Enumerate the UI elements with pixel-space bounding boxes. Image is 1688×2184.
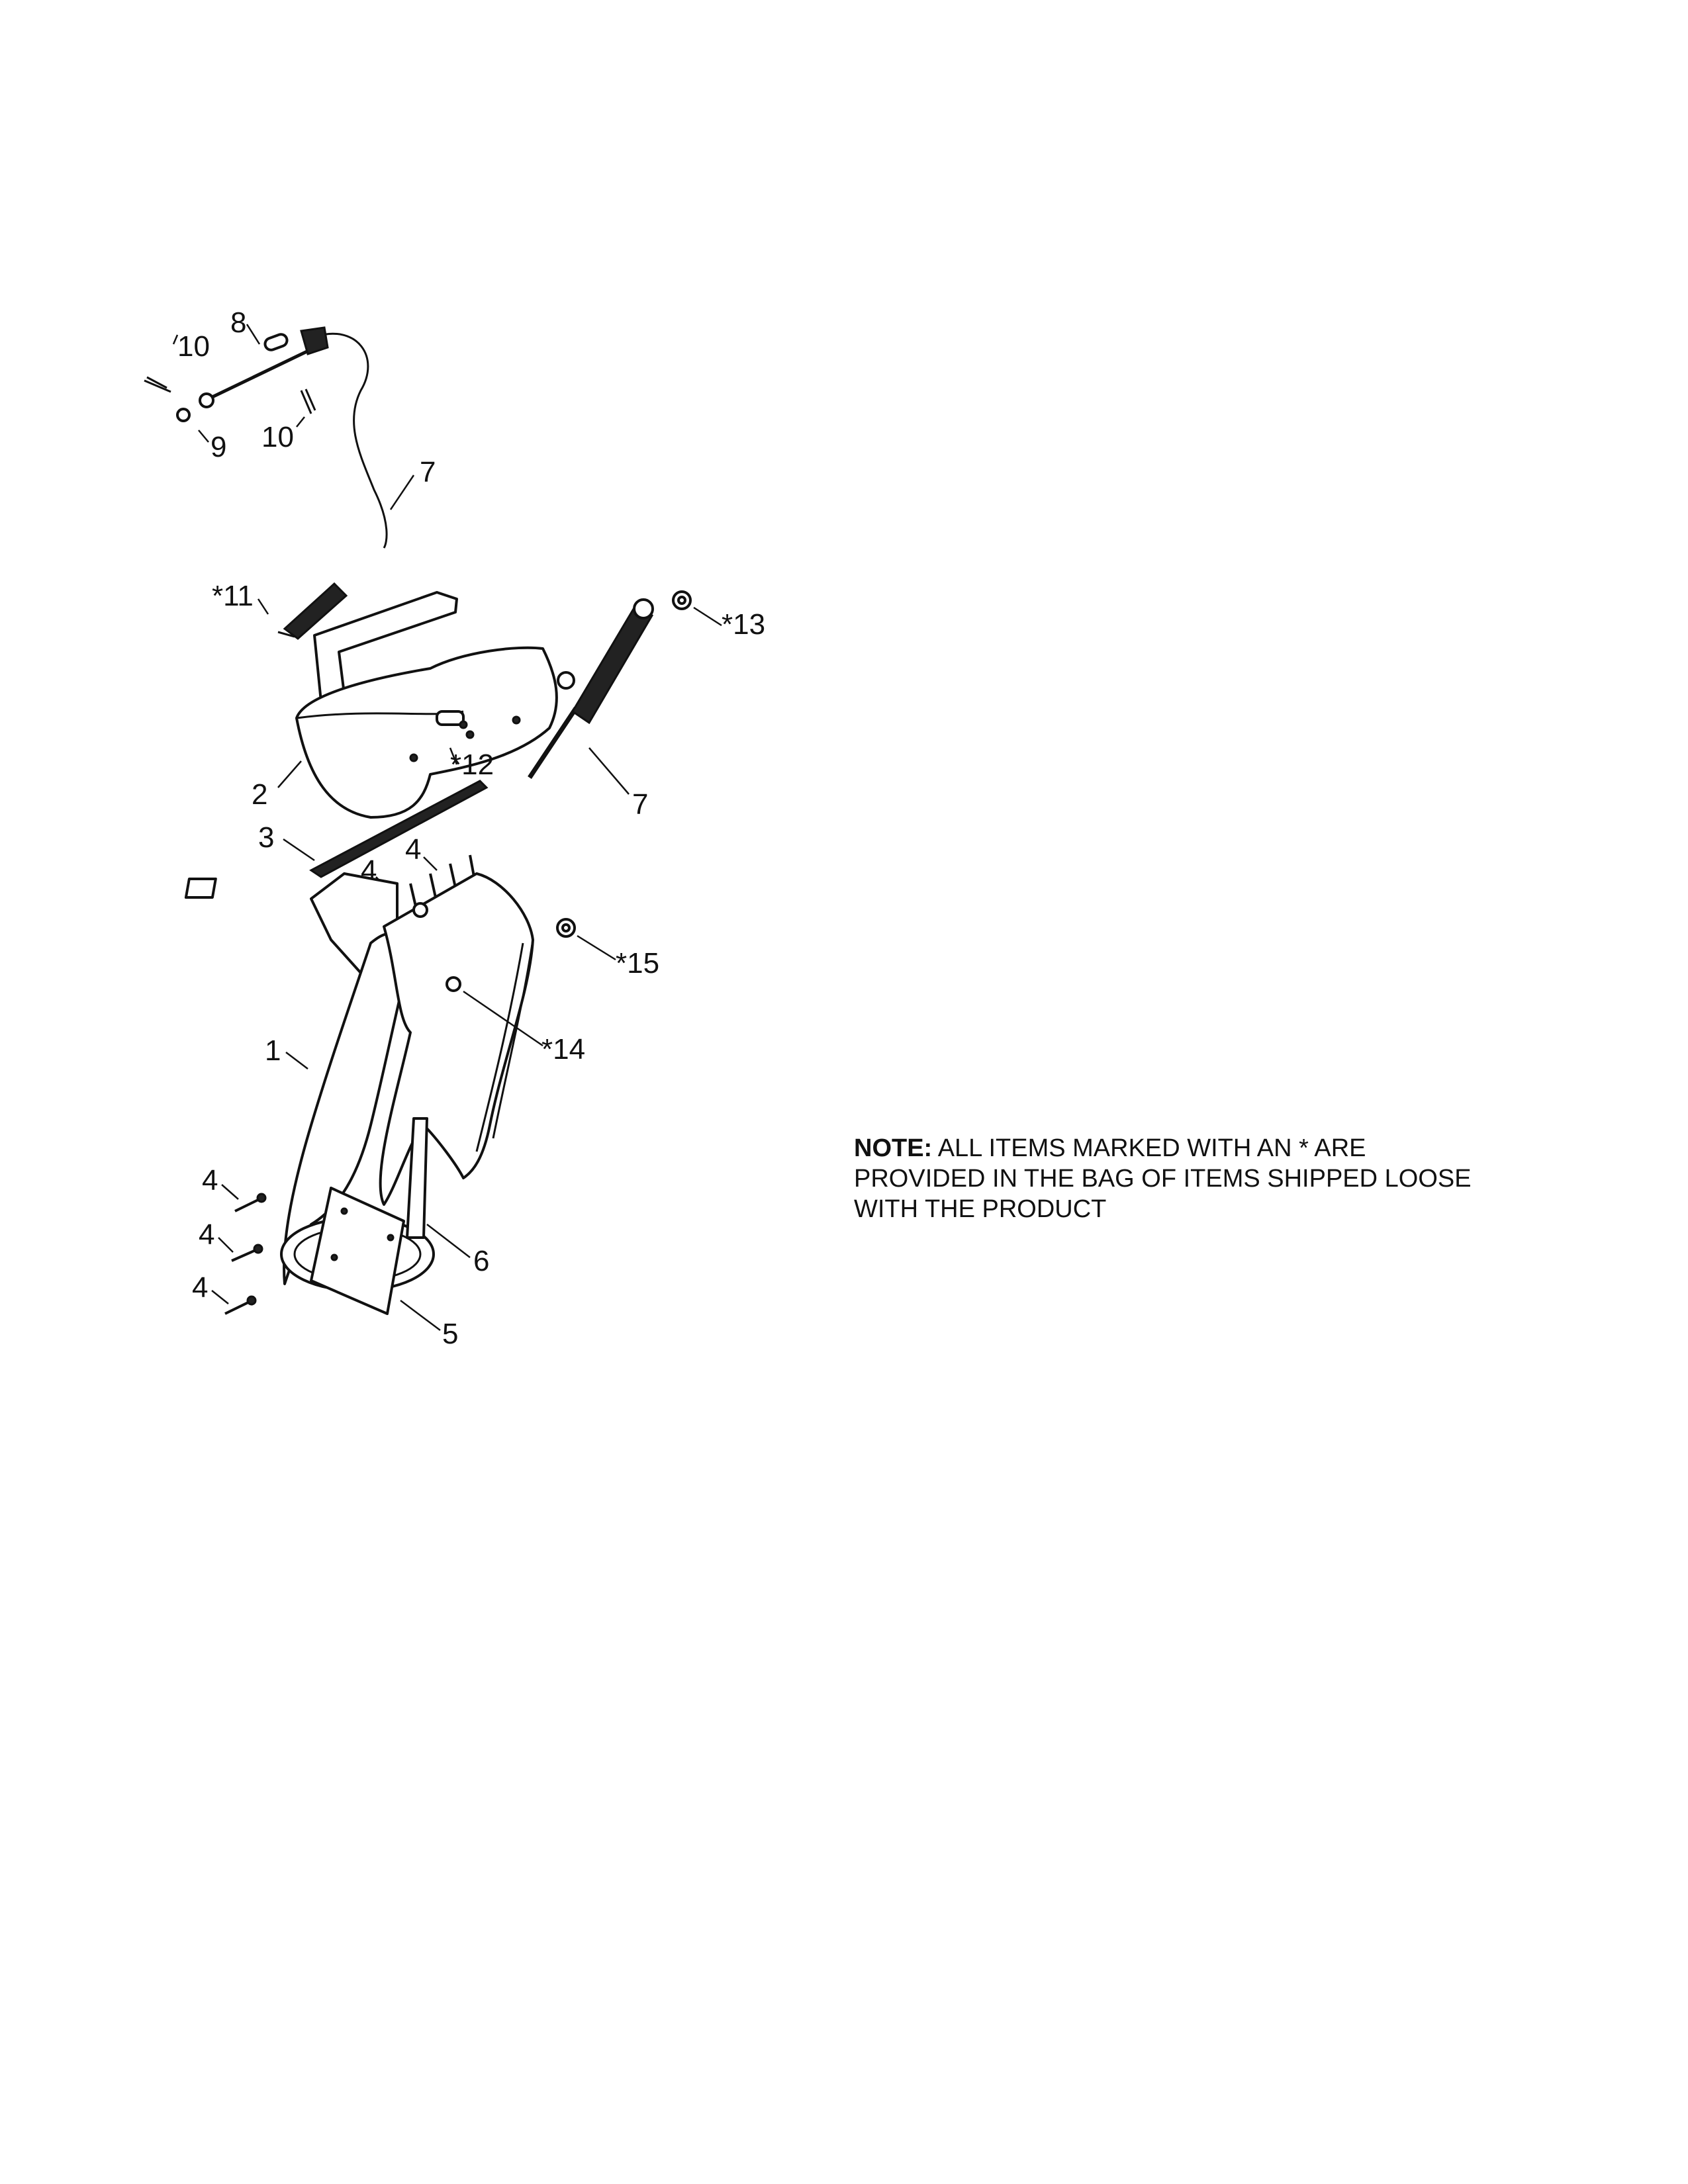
cotter-pin-part-10-b bbox=[300, 388, 316, 414]
note-label: NOTE: bbox=[854, 1134, 933, 1162]
gasket-part-3 bbox=[309, 780, 489, 878]
callout-1: 1 bbox=[265, 1034, 281, 1067]
handle-rod-part-7 bbox=[528, 707, 578, 779]
callout-6: 6 bbox=[473, 1245, 489, 1277]
cotter-pin-part-10-a bbox=[144, 376, 171, 393]
deflector-cable-assembly bbox=[144, 326, 388, 549]
callout-12: *12 bbox=[450, 749, 494, 781]
rivets-lower-set bbox=[224, 1193, 267, 1315]
strip-part-6 bbox=[406, 1117, 428, 1239]
rod-end-fitting bbox=[199, 392, 214, 408]
deflector-part-2 bbox=[295, 646, 558, 819]
callout-3: 3 bbox=[258, 821, 274, 854]
callout-11: *11 bbox=[212, 580, 254, 612]
callout-2: 2 bbox=[252, 778, 267, 811]
callout-4-lower-3: 4 bbox=[192, 1271, 208, 1304]
callout-7-top: 7 bbox=[420, 456, 436, 488]
bolt-part-12 bbox=[436, 710, 465, 726]
handle-spring bbox=[571, 604, 654, 725]
plate-part-5 bbox=[310, 1187, 405, 1315]
callout-4-upper-right: 4 bbox=[405, 833, 421, 866]
callout-7-right: 7 bbox=[632, 788, 648, 821]
callout-5: 5 bbox=[442, 1318, 458, 1350]
pin-part-8 bbox=[263, 333, 289, 351]
callout-14: *14 bbox=[541, 1033, 585, 1066]
cable-clamp-bracket bbox=[300, 326, 329, 355]
deflector-control-handle bbox=[528, 590, 692, 779]
callout-4-lower-2: 4 bbox=[199, 1218, 214, 1251]
callout-15: *15 bbox=[616, 947, 659, 979]
note-line-3: WITH THE PRODUCT bbox=[854, 1195, 1107, 1223]
chute-deflector-assembly bbox=[277, 582, 558, 819]
callout-9: 9 bbox=[211, 431, 226, 463]
note-line-2: PROVIDED IN THE BAG OF ITEMS SHIPPED LOO… bbox=[854, 1165, 1472, 1193]
washer-part-9 bbox=[176, 408, 191, 422]
shipped-loose-note: NOTE: ALL ITEMS MARKED WITH AN * ARE PRO… bbox=[854, 1133, 1516, 1224]
bolt-part-14 bbox=[445, 976, 461, 992]
cable-rod bbox=[204, 347, 312, 402]
callout-10-bottom: 10 bbox=[261, 421, 294, 453]
control-cable-part-7 bbox=[316, 332, 388, 549]
note-line-1: ALL ITEMS MARKED WITH AN * ARE bbox=[937, 1134, 1366, 1162]
callout-13: *13 bbox=[722, 608, 765, 641]
callout-8: 8 bbox=[230, 306, 246, 339]
callout-10-top: 10 bbox=[177, 330, 210, 363]
callout-4-lower-1: 4 bbox=[202, 1164, 218, 1197]
